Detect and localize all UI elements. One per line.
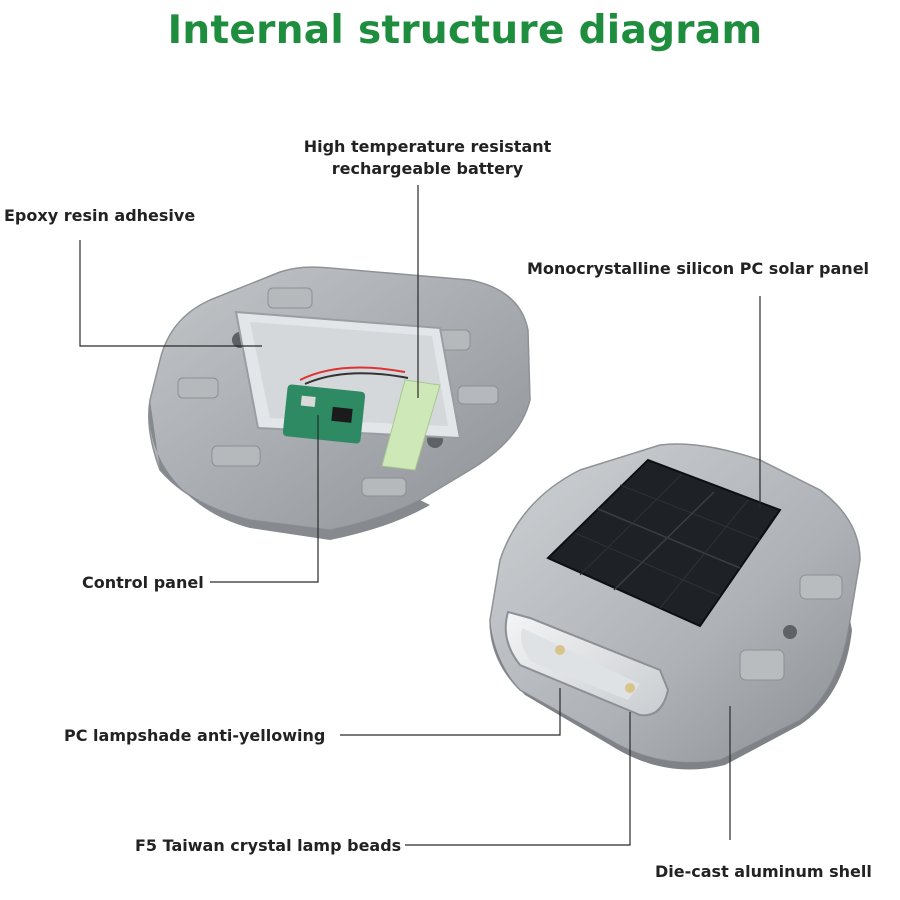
lamp-bead	[625, 683, 635, 693]
shell-label: Die-cast aluminum shell	[655, 862, 872, 881]
leader-lines	[79, 185, 761, 846]
leader-line-lampshade	[340, 688, 561, 736]
solar-panel-label: Monocrystalline silicon PC solar panel	[527, 259, 870, 278]
circuit-board	[282, 366, 409, 444]
battery-label-line2: rechargeable battery	[331, 159, 524, 178]
battery-label: High temperature resistant rechargeable …	[300, 136, 555, 180]
epoxy-label: Epoxy resin adhesive	[4, 206, 196, 225]
leader-line-epoxy	[79, 240, 262, 347]
lamp-beads-label: F5 Taiwan crystal lamp beads	[135, 836, 402, 855]
lamp-bead	[555, 645, 565, 655]
lampshade-label: PC lampshade anti-yellowing	[64, 726, 326, 745]
leader-line-control	[210, 415, 319, 583]
battery	[381, 379, 441, 471]
diagram-title: Internal structure diagram	[167, 8, 763, 53]
control-panel-label: Control panel	[82, 573, 204, 592]
solar-panel	[546, 458, 782, 628]
leader-line-beads	[405, 712, 631, 846]
battery-label-line1: High temperature resistant	[303, 137, 552, 156]
